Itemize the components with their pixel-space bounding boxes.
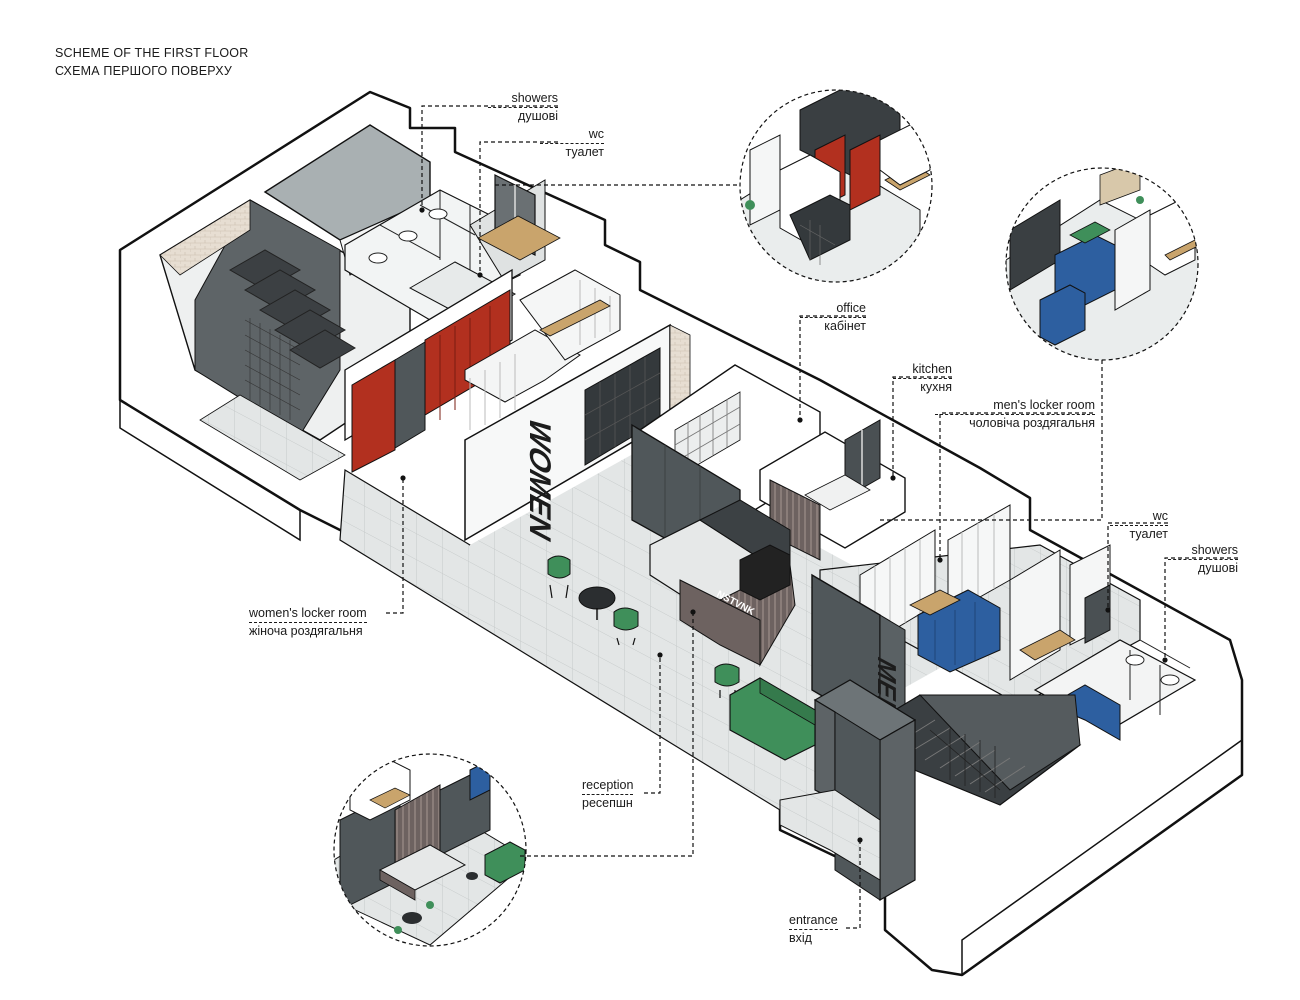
label-womens-locker-uk: жіноча роздягальня [249, 624, 363, 638]
lounge-furniture [547, 555, 816, 761]
women-partition [464, 323, 691, 542]
mens-locker-room [811, 504, 1141, 741]
label-womens-locker: women's locker room жіноча роздягальня [249, 605, 367, 639]
label-entrance-uk: вхід [789, 931, 812, 945]
label-showers-top-en: showers [488, 90, 558, 108]
title-english: SCHEME OF THE FIRST FLOOR [55, 46, 249, 60]
label-showers-top-uk: душові [518, 109, 558, 123]
label-wc-right-en: wc [1110, 508, 1168, 526]
label-wc-right-uk: туалет [1129, 527, 1168, 541]
leader-dots [400, 207, 1168, 843]
kitchen-room [759, 419, 906, 561]
label-office: office кабінет [800, 300, 866, 334]
label-wc-right: wc туалет [1110, 508, 1168, 542]
label-entrance: entrance вхід [789, 912, 838, 946]
page-title: SCHEME OF THE FIRST FLOOR СХЕМА ПЕРШОГО … [55, 44, 248, 80]
label-showers-right-uk: душові [1198, 561, 1238, 575]
title-ukrainian: СХЕМА ПЕРШОГО ПОВЕРХУ [55, 64, 232, 78]
label-showers-right-en: showers [1168, 542, 1238, 560]
label-wc-top-en: wc [540, 126, 604, 144]
label-office-uk: кабінет [824, 319, 866, 333]
leader-lines [386, 105, 1238, 929]
label-mens-locker-en: men's locker room [935, 397, 1095, 415]
detail-circle-bottom [333, 753, 527, 947]
label-womens-locker-en: women's locker room [249, 605, 367, 623]
label-showers-right: showers душові [1168, 542, 1238, 576]
label-entrance-en: entrance [789, 912, 838, 930]
label-reception-uk: ресепшн [582, 796, 633, 810]
women-sign: WOMEN [523, 412, 557, 548]
label-showers-top: showers душові [488, 90, 558, 124]
label-kitchen-en: kitchen [893, 361, 952, 379]
label-wc-top-uk: туалет [565, 145, 604, 159]
label-mens-locker-uk: чоловіча роздягальня [969, 416, 1095, 430]
entrance-portal [779, 679, 917, 902]
womens-locker-room [344, 268, 621, 473]
label-reception-en: reception [582, 777, 634, 795]
label-mens-locker: men's locker room чоловіча роздягальня [935, 397, 1095, 431]
detail-circle-right [1005, 167, 1199, 361]
label-kitchen: kitchen кухня [893, 361, 952, 395]
detail-circle-top [739, 89, 933, 283]
reception-desk [649, 499, 796, 667]
label-kitchen-uk: кухня [920, 380, 952, 394]
label-office-en: office [800, 300, 866, 318]
label-wc-top: wc туалет [540, 126, 604, 160]
label-reception: reception ресепшн [582, 777, 634, 811]
showers-wc-top [344, 174, 561, 321]
